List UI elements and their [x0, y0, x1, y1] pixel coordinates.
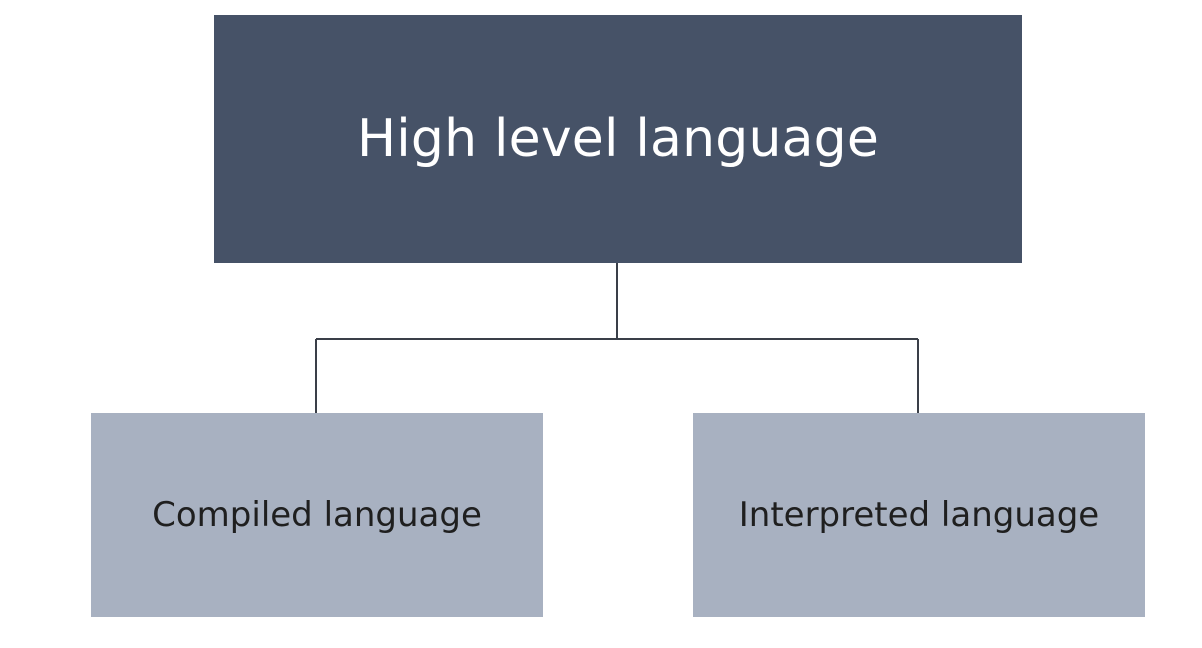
child-node-interpreted-label: Interpreted language [738, 495, 1100, 535]
root-node: High level language [214, 15, 1022, 263]
root-node-label: High level language [356, 109, 880, 169]
child-node-compiled-label: Compiled language [152, 495, 482, 535]
child-node-compiled: Compiled language [91, 413, 543, 617]
child-node-interpreted: Interpreted language [693, 413, 1145, 617]
